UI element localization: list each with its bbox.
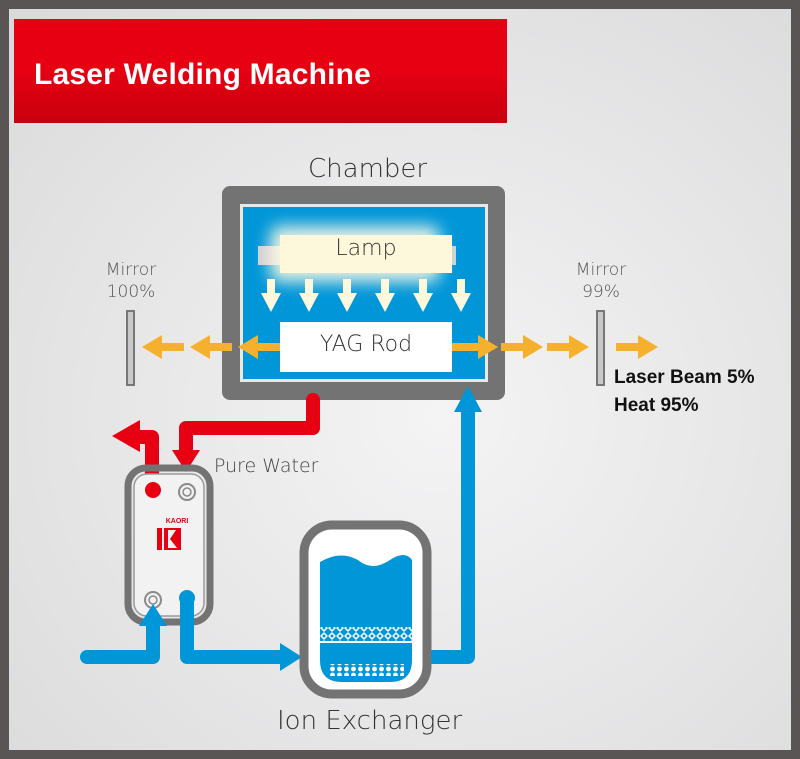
mirror-right-reflectivity: 99%	[582, 282, 620, 302]
down-arrow-icon	[299, 279, 319, 312]
yag-rod	[280, 322, 452, 372]
up-arrow-icon	[139, 604, 167, 626]
right-arrow-icon	[280, 643, 302, 671]
right-arrow-icon	[452, 335, 498, 359]
down-arrow-icon	[451, 279, 471, 312]
mirror-left-name: Mirror	[105, 260, 157, 280]
mirror-left-reflectivity: 100%	[106, 282, 156, 302]
right-arrow-icon	[616, 335, 658, 359]
output-summary: Laser Beam 5% Heat 95%	[614, 364, 754, 420]
mirror-right-label: Mirror 99%	[566, 259, 636, 303]
left-arrow-icon	[142, 335, 184, 359]
down-arrow-icon	[337, 279, 357, 312]
right-arrow-icon	[547, 335, 589, 359]
lamp-label: Lamp	[335, 236, 397, 261]
down-arrow-icon	[172, 450, 200, 472]
ion-exchanger	[299, 520, 432, 699]
heat-output: Heat 95%	[614, 395, 699, 416]
heat-exchanger	[124, 464, 214, 626]
brand-label: KAORI	[165, 518, 189, 525]
down-arrow-icon	[375, 279, 395, 312]
ion-exchanger-label: Ion Exchanger	[277, 706, 463, 736]
yag-rod-label: YAG Rod	[319, 332, 413, 357]
beam-left	[142, 335, 280, 359]
mirror-right	[596, 310, 605, 386]
lamp-rays	[261, 279, 471, 312]
left-arrow-icon	[112, 420, 140, 452]
mirror-right-name: Mirror	[575, 260, 627, 280]
title-banner	[14, 19, 507, 123]
page-title: Laser Welding Machine	[34, 58, 372, 91]
left-arrow-icon	[238, 335, 280, 359]
lamp	[258, 226, 456, 282]
kaori-k-logo-icon	[157, 528, 181, 550]
cold-water-pipe	[80, 401, 475, 664]
mirror-left-label: Mirror 100%	[96, 259, 166, 303]
down-arrow-icon	[413, 279, 433, 312]
up-arrow-icon	[454, 386, 482, 412]
left-arrow-icon	[190, 335, 232, 359]
beam-right	[452, 335, 658, 359]
mirror-left	[126, 310, 135, 386]
pure-water-label: Pure Water	[214, 455, 319, 477]
down-arrow-icon	[261, 279, 281, 312]
laser-beam-output: Laser Beam 5%	[614, 367, 755, 388]
chamber-label: Chamber	[308, 154, 428, 184]
right-arrow-icon	[501, 335, 543, 359]
